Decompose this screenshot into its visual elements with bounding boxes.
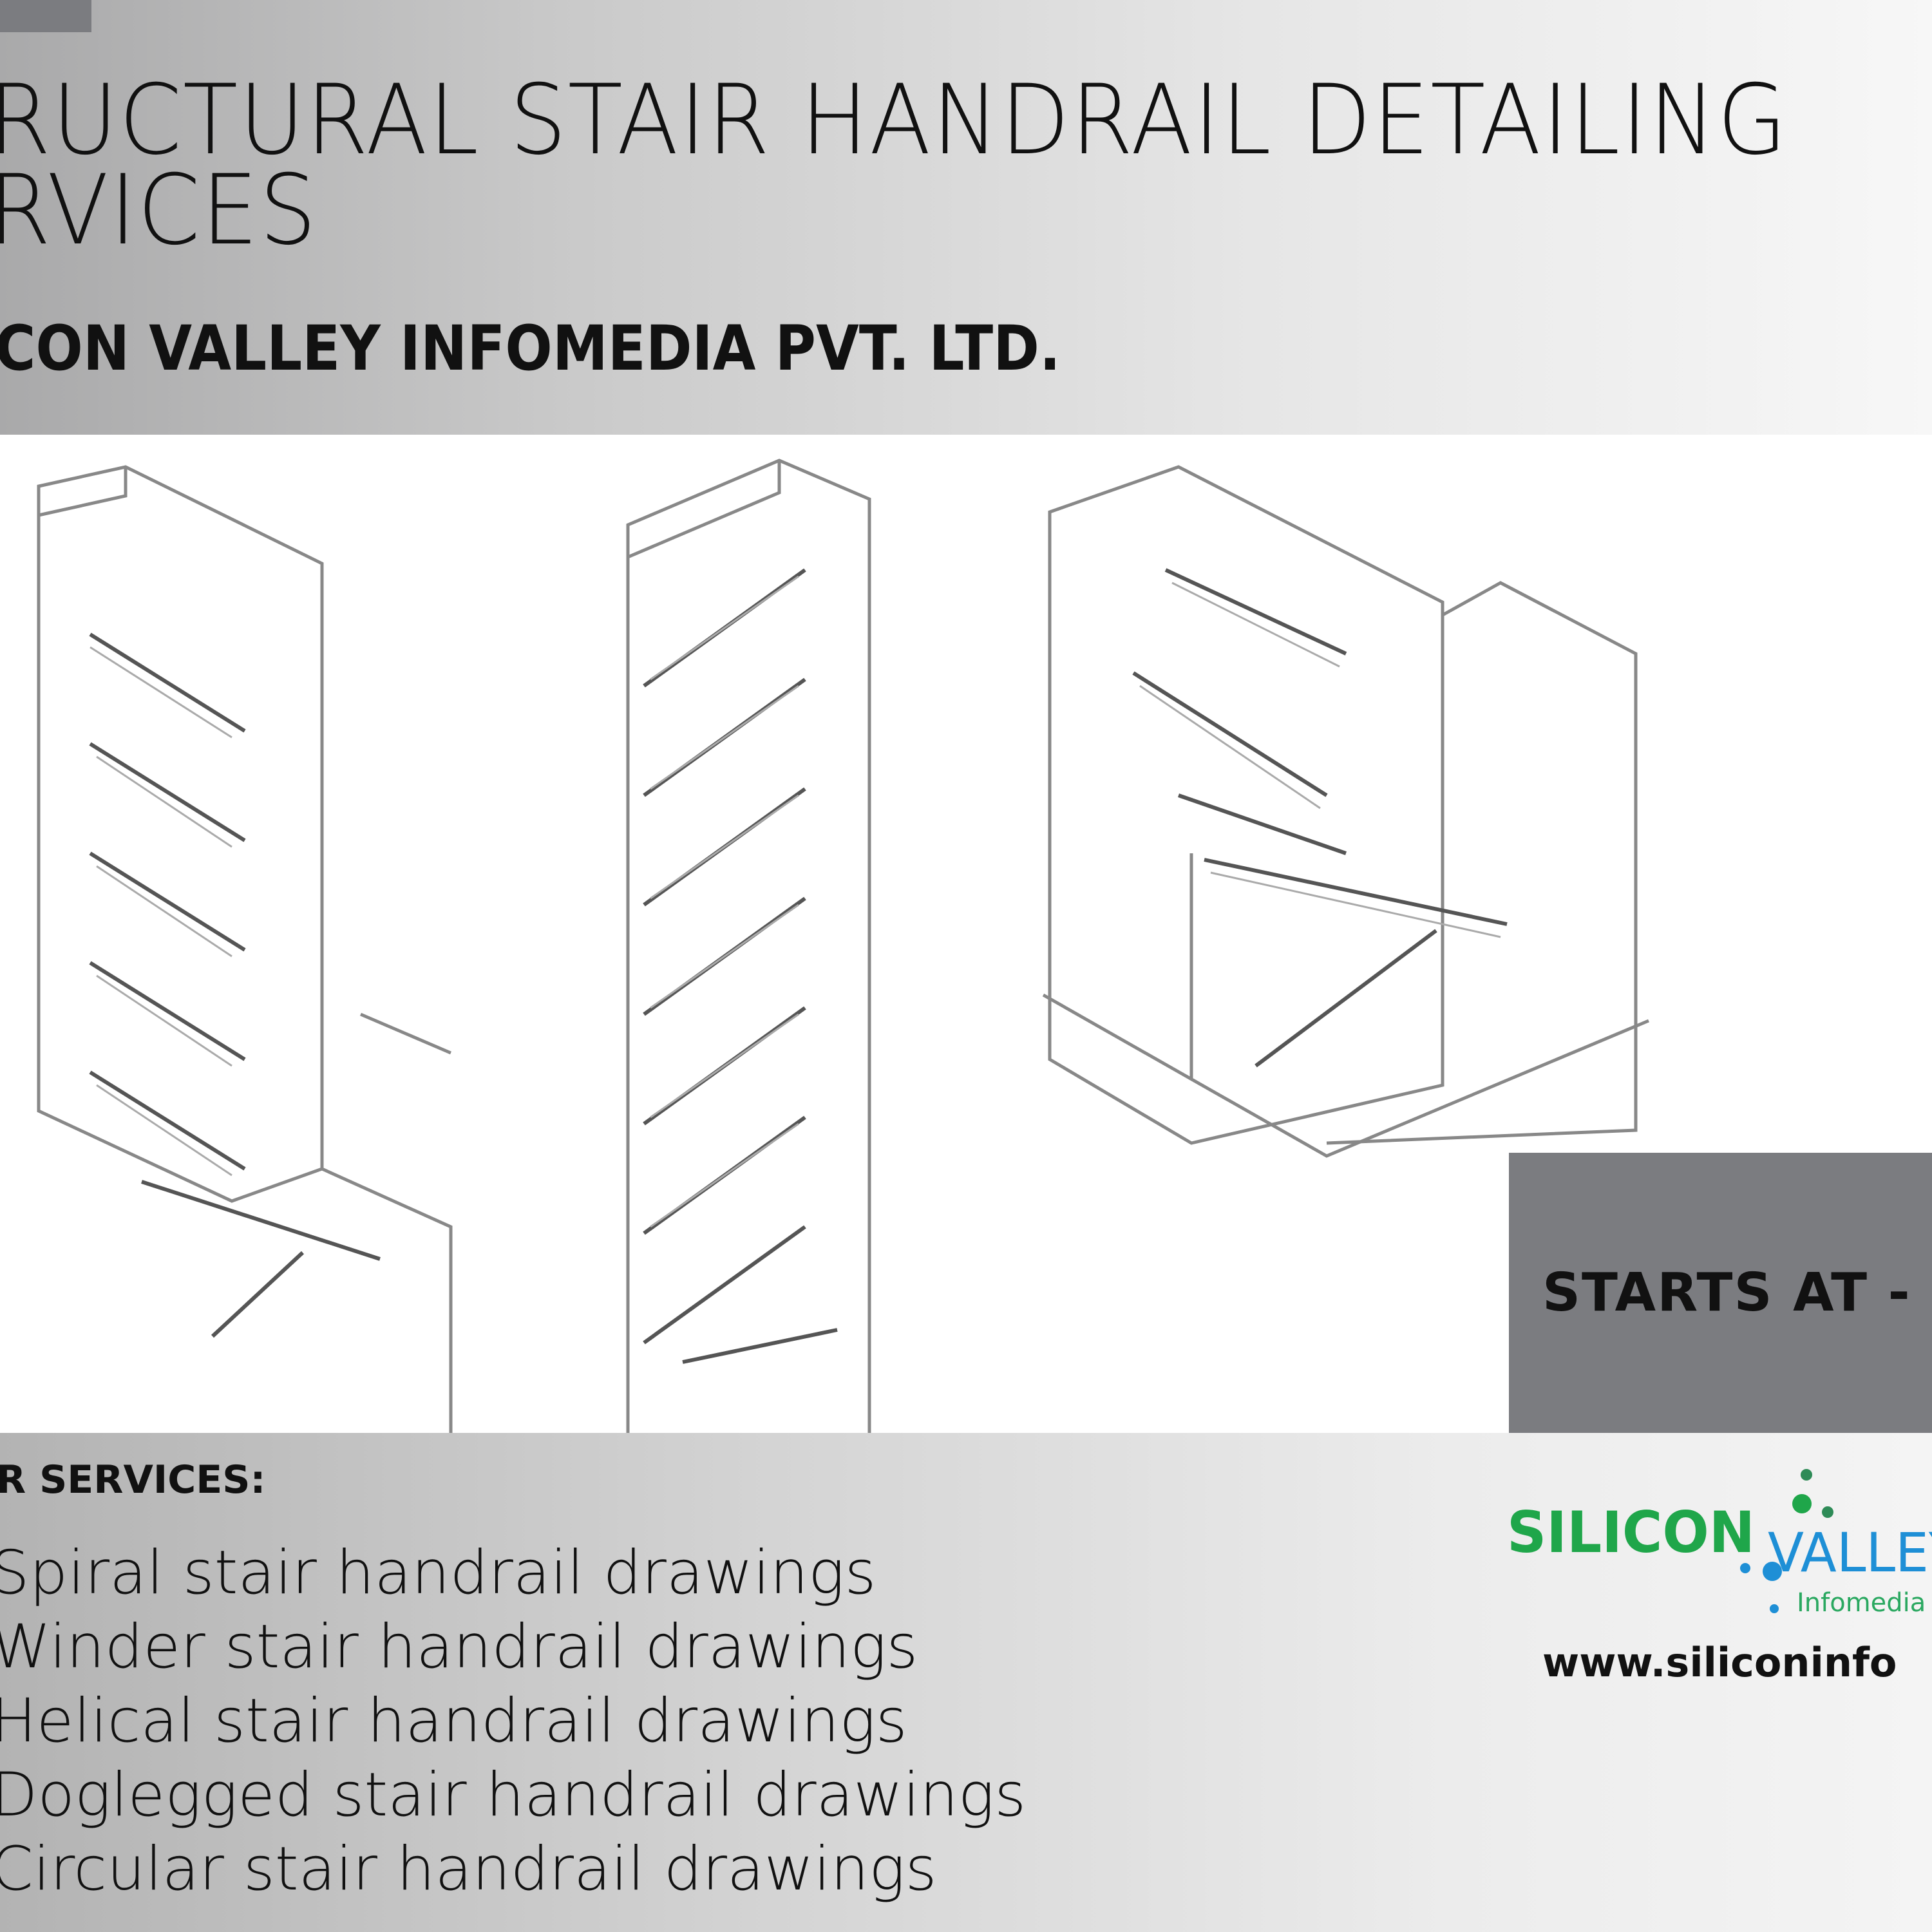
stair-drawing-middle xyxy=(626,459,1018,1596)
header-banner: RUCTURAL STAIR HANDRAIL DETAILING RVICES… xyxy=(0,0,1932,435)
services-footer: R SERVICES: Spiral stair handrail drawin… xyxy=(0,1433,1932,1932)
logo-dots-icon xyxy=(1740,1469,1833,1613)
stair-hatching xyxy=(90,575,1501,1228)
service-item: Spiral stair handrail drawings xyxy=(0,1538,876,1608)
logo-word2: VALLEY xyxy=(1768,1521,1932,1584)
price-label: STARTS AT - xyxy=(1542,1262,1911,1323)
logo-word1: SILICON xyxy=(1507,1499,1755,1566)
service-item: Doglegged stair handrail drawings xyxy=(0,1760,1027,1830)
stair-drawings-area: STARTS AT - xyxy=(0,435,1932,1649)
services-heading: R SERVICES: xyxy=(0,1457,266,1502)
services-list: Spiral stair handrail drawings Winder st… xyxy=(0,1536,1026,1906)
corner-accent xyxy=(0,0,91,32)
service-item: Circular stair handrail drawings xyxy=(0,1834,937,1904)
company-name: CON VALLEY INFOMEDIA PVT. LTD. xyxy=(0,312,1061,384)
price-box: STARTS AT - xyxy=(1509,1153,1932,1433)
page-title-line1: RUCTURAL STAIR HANDRAIL DETAILING xyxy=(0,64,1788,176)
stair-flights xyxy=(89,568,1508,1364)
service-item: Helical stair handrail drawings xyxy=(0,1686,907,1756)
stair-isometric-drawings xyxy=(31,459,1649,1649)
silicon-valley-logo: SILICON VALLEY Infomedia xyxy=(1507,1469,1932,1618)
page-title-line2: RVICES xyxy=(0,155,318,267)
website-link[interactable]: www.siliconinfo xyxy=(1542,1639,1897,1686)
stair-drawing-right xyxy=(1042,465,1649,1158)
logo-tagline: Infomedia xyxy=(1797,1588,1926,1618)
service-item: Winder stair handrail drawings xyxy=(0,1612,918,1682)
